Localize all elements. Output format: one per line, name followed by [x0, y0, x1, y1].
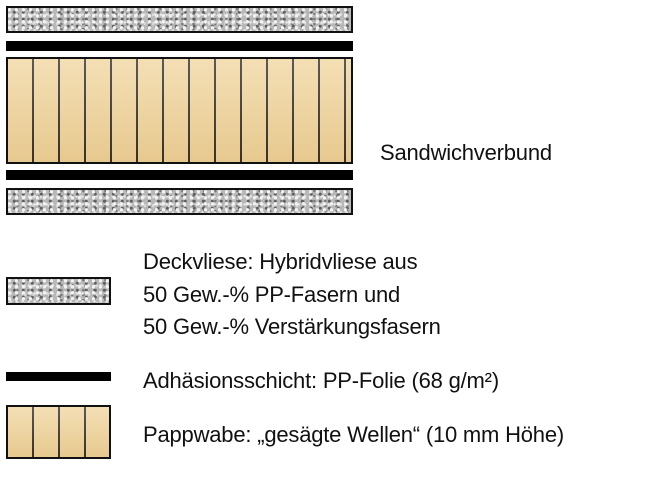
bottom-adhesive-film — [6, 170, 353, 180]
paper-honeycomb-core — [6, 57, 353, 164]
bottom-cover-fleece — [6, 188, 353, 215]
legend-deckvliese-line-3: 50 Gew.-% Verstärkungsfasern — [143, 314, 441, 339]
top-cover-fleece — [6, 6, 353, 33]
legend-fleece-swatch — [6, 277, 111, 305]
legend-deckvliese-line-2: 50 Gew.-% PP-Fasern und — [143, 282, 401, 307]
legend-pappwabe-label: Pappwabe: „gesägte Wellen“ (10 mm Höhe) — [143, 422, 565, 447]
legend-honeycomb-swatch — [6, 405, 111, 459]
legend-deckvliese-line-1: Deckvliese: Hybridvliese aus — [143, 249, 418, 274]
sandwich-label: Sandwichverbund — [380, 140, 552, 165]
legend-adhaesion-label: Adhäsionsschicht: PP-Folie (68 g/m²) — [143, 368, 499, 393]
legend-film-swatch — [6, 372, 111, 381]
top-adhesive-film — [6, 41, 353, 51]
